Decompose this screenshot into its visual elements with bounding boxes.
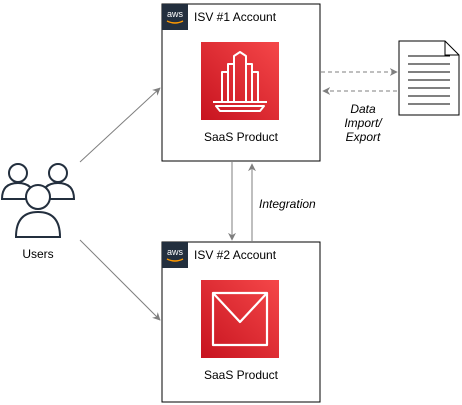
data-transfer-label: Data Import/ Export (344, 102, 383, 144)
aws-badge-text: aws (167, 247, 184, 257)
isv2-title: ISV #2 Account (194, 248, 277, 262)
users-to-isv2-connector (79, 239, 161, 321)
aws-logo-icon: aws (162, 4, 188, 30)
aws-logo-icon: aws (162, 242, 188, 268)
isv1-product-label: SaaS Product (204, 130, 279, 144)
users-label: Users (22, 247, 53, 261)
data-transfer-line: Data (350, 102, 376, 116)
mail-envelope-icon (201, 280, 279, 358)
isv1-account-group: aws ISV #1 Account SaaS Product (161, 3, 321, 162)
document-icon (398, 40, 460, 116)
isv2-account-group: aws ISV #2 Account SaaS Product (161, 241, 321, 403)
aws-badge-text: aws (167, 9, 184, 19)
building-icon (201, 42, 279, 120)
data-transfer-line: Import/ (344, 116, 383, 130)
isv1-title: ISV #1 Account (194, 10, 277, 24)
users-to-isv1-connector (79, 87, 161, 163)
users-group-icon (0, 163, 76, 238)
isv2-product-label: SaaS Product (204, 368, 279, 382)
data-transfer-line: Export (346, 130, 381, 144)
integration-label: Integration (259, 197, 316, 211)
